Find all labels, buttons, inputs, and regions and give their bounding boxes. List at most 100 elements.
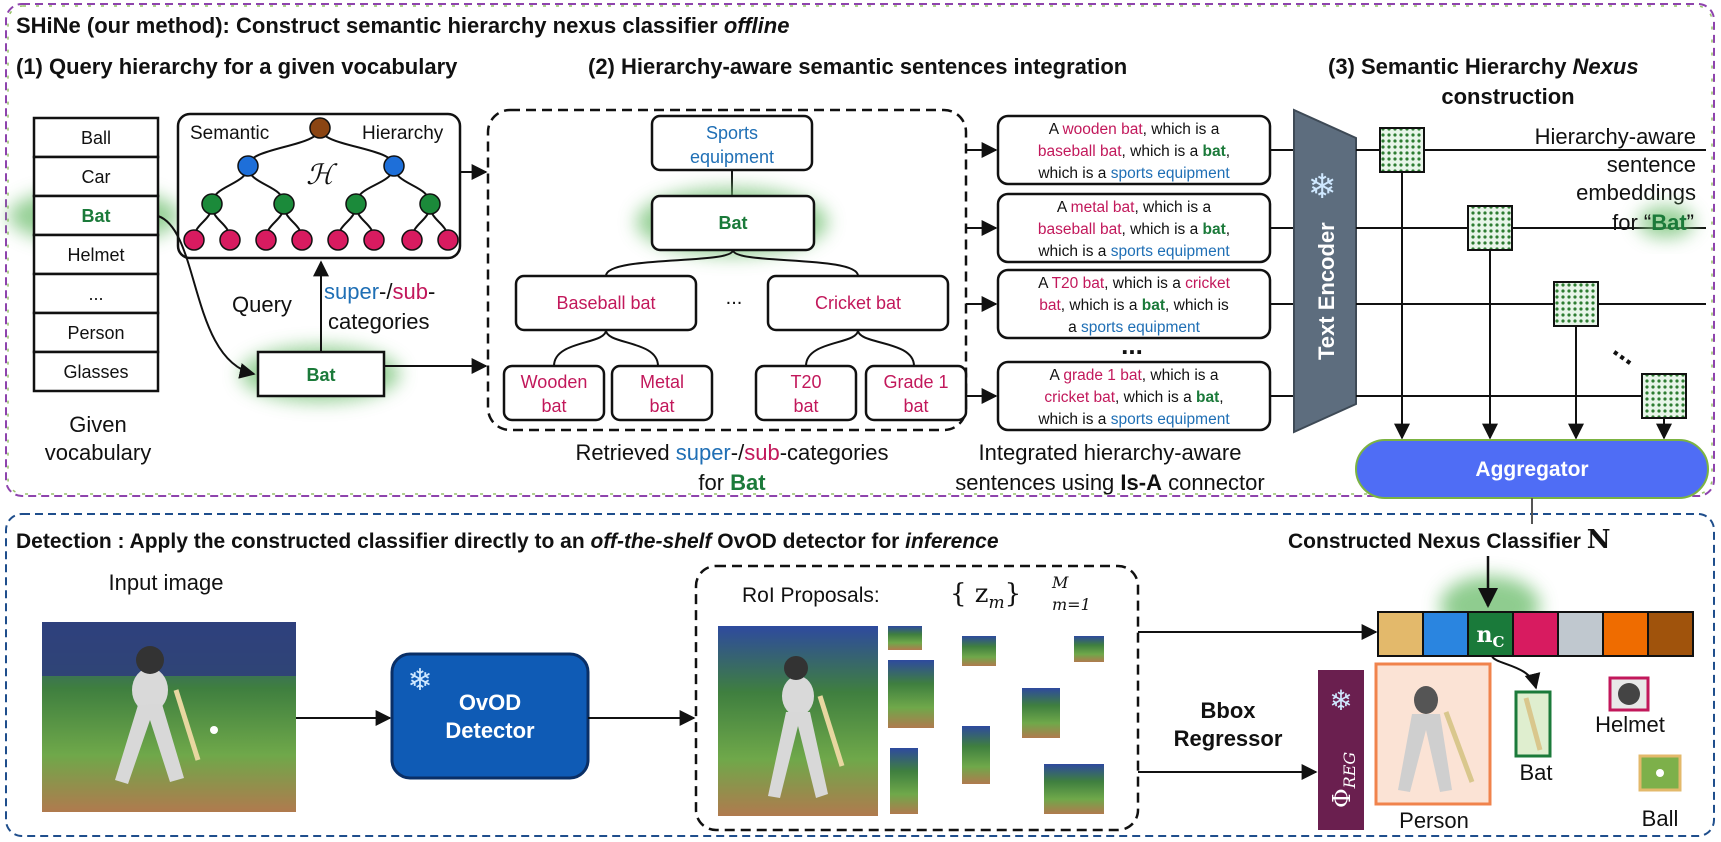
roi-crop bbox=[888, 626, 922, 650]
roi-math-sup: M bbox=[1051, 573, 1069, 592]
phi-reg-box: ❄ ΦREG bbox=[1318, 670, 1364, 830]
sentence-line: which is a sports equipment bbox=[1037, 243, 1230, 260]
leaf-label-1: T20 bbox=[790, 372, 821, 392]
sentence-line: baseball bat, which is a bat, bbox=[1038, 143, 1230, 160]
vocab-item: Person bbox=[32, 311, 160, 354]
retrieved-caption-2: for Bat bbox=[698, 470, 766, 495]
sentence-line: a sports equipment bbox=[1068, 319, 1201, 336]
tree-level1-node bbox=[383, 155, 405, 177]
node-bat-label: Bat bbox=[718, 213, 747, 233]
roi-crop bbox=[1022, 688, 1060, 738]
vocab-item: ... bbox=[32, 272, 160, 315]
text-encoder-label: Text Encoder bbox=[1314, 222, 1339, 360]
roi-crop bbox=[1044, 764, 1104, 814]
node-ellipsis: ... bbox=[726, 287, 743, 309]
aggregator: Aggregator bbox=[1355, 439, 1709, 524]
node-baseball-bat-label: Baseball bat bbox=[556, 293, 655, 313]
phi-reg-label: ΦREG bbox=[1328, 752, 1359, 808]
roi-crop bbox=[962, 636, 996, 666]
embedding-block bbox=[1467, 205, 1513, 251]
sentences-caption-1: Integrated hierarchy-aware bbox=[979, 440, 1242, 465]
sentence-line: which is a sports equipment bbox=[1037, 165, 1230, 182]
semantic-hierarchy-box: Semantic Hierarchy ℋ bbox=[176, 112, 462, 260]
sentences-caption-2: sentences using Is-A connector bbox=[955, 470, 1264, 495]
output-bat-label: Bat bbox=[1519, 760, 1552, 785]
classifier-cell bbox=[1377, 611, 1424, 657]
embeddings-note-3: embeddings bbox=[1576, 180, 1696, 205]
step2-title: (2) Hierarchy-aware semantic sentences i… bbox=[588, 54, 1127, 79]
tree-leaf-node bbox=[183, 229, 205, 251]
classifier-cell bbox=[1602, 611, 1649, 657]
tree-level1-node bbox=[237, 155, 259, 177]
node-sports-equipment-label-2: equipment bbox=[690, 147, 774, 167]
leaf-label-2: bat bbox=[541, 396, 566, 416]
leaf-label-1: Wooden bbox=[521, 372, 588, 392]
classifier-cell bbox=[1512, 611, 1559, 657]
embedding-block bbox=[1553, 281, 1599, 327]
sentence-line: A grade 1 bat, which is a bbox=[1050, 367, 1219, 384]
vocabulary-caption-1: Given bbox=[69, 412, 126, 437]
sentence-line: cricket bat, which is a bat, bbox=[1044, 389, 1223, 406]
output-helmet-label: Helmet bbox=[1595, 712, 1665, 737]
embeddings-note-2: sentence bbox=[1607, 152, 1696, 177]
node-leaf: Wooden bat bbox=[502, 364, 606, 422]
tree-level2-node bbox=[345, 193, 367, 215]
detection-title: Detection : Apply the constructed classi… bbox=[16, 530, 999, 553]
sentence-line: baseball bat, which is a bat, bbox=[1038, 221, 1230, 238]
vocab-item: Ball bbox=[32, 116, 160, 159]
vocab-to-query-arrow bbox=[157, 215, 256, 379]
nc-label: nC bbox=[1477, 622, 1505, 651]
vocab-item-label: Ball bbox=[81, 128, 111, 148]
input-image bbox=[42, 622, 296, 812]
vocab-item-label: Helmet bbox=[67, 245, 124, 265]
roi-crop bbox=[718, 626, 878, 816]
sentence-dots: ... bbox=[1121, 330, 1143, 360]
query-bat-node bbox=[256, 350, 386, 398]
vocab-item: Glasses bbox=[32, 350, 160, 393]
step1-title: (1) Query hierarchy for a given vocabula… bbox=[16, 54, 458, 79]
query-bat-label: Bat bbox=[306, 365, 335, 385]
roi-math-lower: m=1 bbox=[1052, 595, 1091, 614]
retrieved-categories-box: Sports equipment Bat Baseball bat ... Cr… bbox=[486, 108, 968, 495]
super-sub-label: super-/sub- bbox=[324, 279, 435, 304]
tree-leaf-node bbox=[255, 229, 277, 251]
query-area: Bat Query super-/sub- categories bbox=[157, 164, 488, 402]
vocab-item: Car bbox=[32, 155, 160, 198]
embedding-grid: Hierarchy-aware sentence embeddings for … bbox=[1356, 124, 1706, 440]
vocab-item-label: Bat bbox=[81, 206, 110, 226]
roi-proposals-box: RoI Proposals: { zm} M m=1 bbox=[694, 564, 1140, 832]
sentence-line: A metal bat, which is a bbox=[1057, 199, 1212, 216]
classifier-cell bbox=[1467, 611, 1514, 657]
tree-leaf-node bbox=[291, 229, 313, 251]
detector-snowflake-icon: ❄ bbox=[407, 663, 432, 698]
output-person-label: Person bbox=[1399, 808, 1469, 833]
node-cricket-bat-label: Cricket bat bbox=[815, 293, 901, 313]
tree-leaf-node bbox=[401, 229, 423, 251]
hierarchy-symbol: ℋ bbox=[306, 158, 338, 191]
leaf-label-2: bat bbox=[903, 396, 928, 416]
embedding-block bbox=[1641, 373, 1687, 419]
leaf-label-2: bat bbox=[649, 396, 674, 416]
sentence-box: A grade 1 bat, which is a cricket bat, wh… bbox=[966, 360, 1294, 432]
vocab-item-label: Person bbox=[67, 323, 124, 343]
tree-leaf-node bbox=[327, 229, 349, 251]
bbox-label-1: Bbox bbox=[1201, 698, 1257, 723]
sentence-line: which is a sports equipment bbox=[1037, 411, 1230, 428]
classifier-cell bbox=[1557, 611, 1604, 657]
roi-crop bbox=[1074, 636, 1104, 662]
leaf-label-1: Metal bbox=[640, 372, 684, 392]
sentence-line: A wooden bat, which is a bbox=[1049, 121, 1220, 138]
roi-crop bbox=[962, 726, 990, 784]
vocabulary-caption-2: vocabulary bbox=[45, 440, 151, 465]
offline-title: SHiNe (our method): Construct semantic h… bbox=[16, 13, 789, 38]
retrieved-caption-1: Retrieved super-/sub-categories bbox=[575, 440, 888, 465]
hierarchy-label-semantic: Semantic bbox=[190, 123, 269, 144]
classifier-title: Constructed Nexus Classifier N bbox=[1288, 525, 1611, 555]
detector-label-2: Detector bbox=[445, 718, 535, 743]
offline-section-border bbox=[5, 3, 1715, 497]
embeddings-note-4: for “Bat” bbox=[1612, 210, 1694, 235]
classifier-cell bbox=[1647, 611, 1694, 657]
